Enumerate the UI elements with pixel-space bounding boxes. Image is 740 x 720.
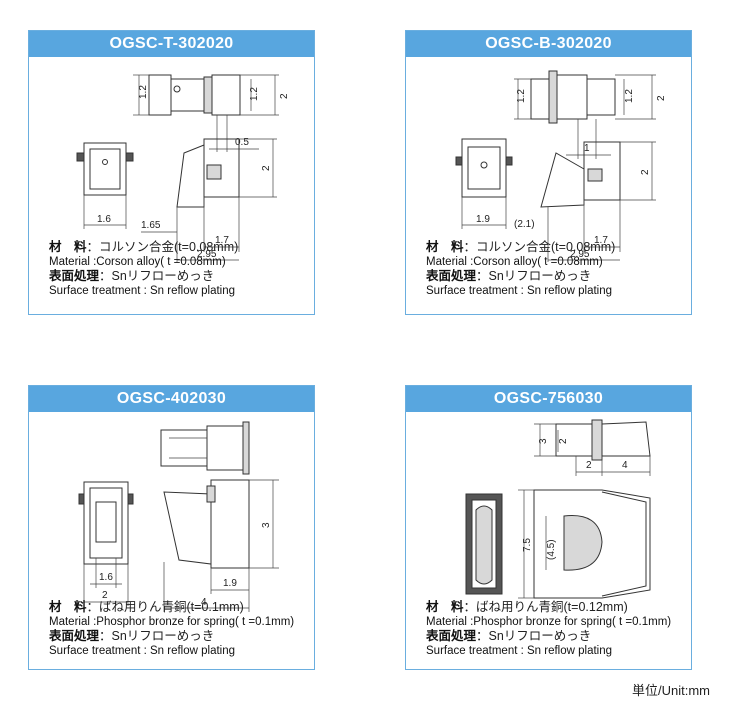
dim-label: 1.2 <box>516 89 527 103</box>
dim-label: 2 <box>279 93 290 99</box>
technical-drawing: 3 2 2 4 7.5 (4.5) <box>465 419 651 599</box>
material-jp-label: 材 料 <box>426 600 464 614</box>
dim-label: 3 <box>261 522 272 528</box>
surface-en: Surface treatment : Sn reflow plating <box>49 644 236 657</box>
material-jp-value: ：コルソン合金(t=0.08mm) <box>86 240 239 254</box>
surface-en: Surface treatment : Sn reflow plating <box>426 284 613 297</box>
technical-drawing: 1.6 2 3 1.9 4 <box>78 421 279 612</box>
card-title: OGSC-402030 <box>29 386 314 412</box>
product-card-ogsc-t-302020: OGSC-T-302020 1.2 1.2 2 0.5 1.6 2 <box>28 30 315 315</box>
card-title: OGSC-B-302020 <box>406 31 691 57</box>
surface-en: Surface treatment : Sn reflow plating <box>49 284 236 297</box>
material-jp-value: ：コルソン合金(t=0.08mm) <box>463 240 616 254</box>
surface-jp-label: 表面処理 <box>426 629 477 643</box>
technical-drawing: 1.2 1.2 2 1 1.9 2 (2.1) 1.7 2.95 <box>455 70 667 262</box>
surface-jp-value: ：Snリフローめっき <box>476 629 592 643</box>
material-jp-label: 材 料 <box>49 600 87 614</box>
card-title: OGSC-T-302020 <box>29 31 314 57</box>
dim-label: 2 <box>640 169 651 175</box>
dim-label: 1.2 <box>138 85 149 99</box>
dim-label: 1.65 <box>141 220 161 231</box>
product-card-ogsc-b-302020: OGSC-B-302020 1.2 1.2 2 1 1.9 2 (2.1) <box>405 30 692 315</box>
spec-block: 材 料：コルソン合金(t=0.08mm) Material :Corson al… <box>49 240 238 298</box>
dim-label: 3 <box>538 438 549 444</box>
material-jp-label: 材 料 <box>49 240 87 254</box>
card-title: OGSC-756030 <box>406 386 691 412</box>
dim-label: 2 <box>586 460 592 471</box>
material-en: Material :Corson alloy( t =0.08mm) <box>49 255 226 268</box>
material-jp-value: ：ばね用りん青銅(t=0.12mm) <box>463 600 628 614</box>
material-jp-label: 材 料 <box>426 240 464 254</box>
technical-drawing: 1.2 1.2 2 0.5 1.6 2 1.65 1.7 2.95 <box>76 74 290 262</box>
product-card-ogsc-402030: OGSC-402030 1.6 2 3 1.9 4 材 料：ばね用りん青銅(t=… <box>28 385 315 670</box>
dim-label: 1.9 <box>476 214 490 225</box>
material-jp-value: ：ばね用りん青銅(t=0.1mm) <box>86 600 244 614</box>
dim-label: 4 <box>201 597 207 608</box>
dim-label: 2 <box>558 438 569 444</box>
dim-label: 1.2 <box>624 89 635 103</box>
material-en: Material :Phosphor bronze for spring( t … <box>426 615 672 628</box>
surface-jp-value: ：Snリフローめっき <box>99 269 215 283</box>
spec-block: 材 料：ばね用りん青銅(t=0.1mm) Material :Phosphor … <box>49 600 294 658</box>
dim-label: 2 <box>261 165 272 171</box>
dim-label: 1.7 <box>594 235 608 246</box>
material-en: Material :Corson alloy( t =0.08mm) <box>426 255 603 268</box>
product-card-ogsc-756030: OGSC-756030 3 2 2 4 7.5 (4.5) 材 料：ばね用りん青… <box>405 385 692 670</box>
surface-jp-label: 表面処理 <box>49 629 100 643</box>
dim-label: 2.95 <box>197 249 217 260</box>
dim-label: 1.7 <box>215 235 229 246</box>
dim-label: 1.6 <box>99 572 113 583</box>
dim-label: (2.1) <box>514 219 535 230</box>
material-en: Material :Phosphor bronze for spring( t … <box>49 615 295 628</box>
dim-label: 2 <box>656 95 667 101</box>
surface-jp-label: 表面処理 <box>49 269 100 283</box>
dim-label: 7.5 <box>522 538 533 552</box>
dim-label: 1.9 <box>223 578 237 589</box>
dim-label: 1.2 <box>249 87 260 101</box>
unit-note: 単位/Unit:mm <box>631 683 710 698</box>
dim-label: 2 <box>102 590 108 601</box>
surface-jp-label: 表面処理 <box>426 269 477 283</box>
dim-label: 4 <box>622 460 628 471</box>
dim-label: 2.95 <box>570 249 590 260</box>
dim-label: (4.5) <box>546 539 557 560</box>
surface-jp-value: ：Snリフローめっき <box>99 629 215 643</box>
dim-label: 1.6 <box>97 214 111 225</box>
surface-en: Surface treatment : Sn reflow plating <box>426 644 613 657</box>
spec-block: 材 料：コルソン合金(t=0.08mm) Material :Corson al… <box>426 240 615 298</box>
dim-label: 1 <box>584 143 590 154</box>
spec-block: 材 料：ばね用りん青銅(t=0.12mm) Material :Phosphor… <box>426 600 671 658</box>
surface-jp-value: ：Snリフローめっき <box>476 269 592 283</box>
dim-label: 0.5 <box>235 137 249 148</box>
